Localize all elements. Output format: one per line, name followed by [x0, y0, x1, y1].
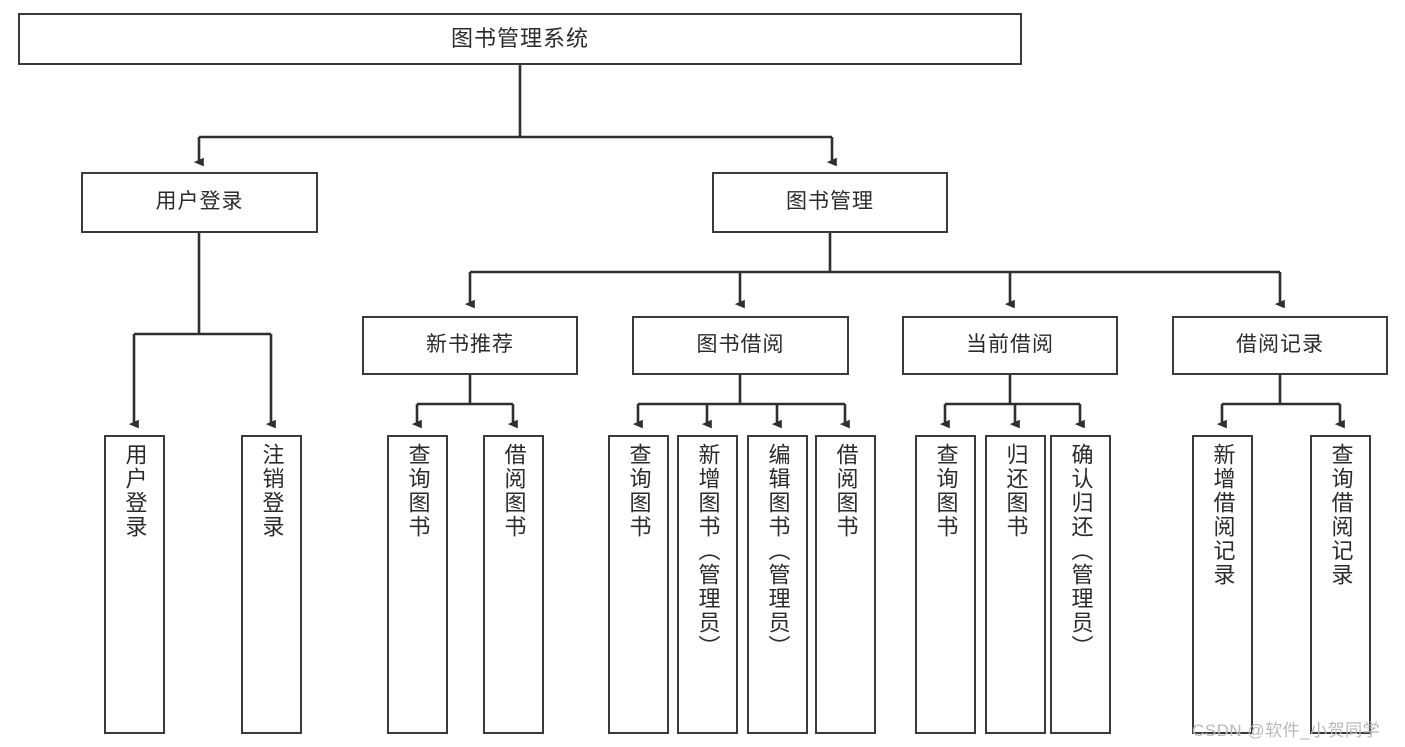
- node-label: 注销登录: [259, 443, 285, 539]
- leaf-user-login[interactable]: 用户登录: [104, 435, 165, 734]
- node-book-borrow[interactable]: 图书借阅: [632, 316, 849, 375]
- node-label: 新增借阅记录: [1210, 443, 1236, 587]
- node-label: 借阅图书: [501, 443, 527, 539]
- leaf-query-book-borrow[interactable]: 查询图书: [608, 435, 669, 734]
- node-label: 图书管理: [786, 190, 874, 214]
- leaf-edit-book-admin[interactable]: 编辑图书（管理员）: [747, 435, 808, 734]
- leaf-confirm-return-admin[interactable]: 确认归还（管理员）: [1050, 435, 1111, 734]
- node-label: 查询借阅记录: [1328, 443, 1354, 587]
- leaf-logout[interactable]: 注销登录: [241, 435, 302, 734]
- node-label: 查询图书: [933, 443, 959, 539]
- node-label: 用户登录: [155, 190, 244, 214]
- leaf-return-book[interactable]: 归还图书: [985, 435, 1046, 734]
- csdn-watermark: CSDN @软件_小贺同学: [1192, 721, 1381, 740]
- leaf-query-book-current[interactable]: 查询图书: [915, 435, 976, 734]
- node-label: 新书推荐: [426, 333, 514, 357]
- node-borrow-record[interactable]: 借阅记录: [1172, 316, 1388, 375]
- node-label: 图书管理系统: [450, 26, 589, 52]
- node-label: 用户登录: [122, 443, 148, 539]
- node-label: 借阅记录: [1236, 333, 1324, 357]
- node-user-login[interactable]: 用户登录: [81, 172, 318, 233]
- node-label: 确认归还（管理员）: [1068, 443, 1094, 659]
- leaf-borrow-book-recommend[interactable]: 借阅图书: [483, 435, 544, 734]
- node-new-book-recommend[interactable]: 新书推荐: [362, 316, 578, 375]
- leaf-borrow-book[interactable]: 借阅图书: [815, 435, 876, 734]
- node-label: 图书借阅: [696, 333, 785, 357]
- node-label: 编辑图书（管理员）: [765, 443, 791, 659]
- node-label: 查询图书: [405, 443, 431, 539]
- leaf-add-book-admin[interactable]: 新增图书（管理员）: [677, 435, 738, 734]
- node-label: 当前借阅: [966, 333, 1054, 357]
- node-root-book-management-system[interactable]: 图书管理系统: [18, 13, 1022, 65]
- node-label: 借阅图书: [833, 443, 859, 539]
- node-label: 查询图书: [626, 443, 652, 539]
- node-label: 新增图书（管理员）: [695, 443, 721, 659]
- leaf-query-borrow-record[interactable]: 查询借阅记录: [1310, 435, 1371, 734]
- leaf-query-book-recommend[interactable]: 查询图书: [387, 435, 448, 734]
- node-label: 归还图书: [1003, 443, 1029, 539]
- leaf-add-borrow-record[interactable]: 新增借阅记录: [1192, 435, 1253, 734]
- node-current-borrow[interactable]: 当前借阅: [902, 316, 1118, 375]
- node-book-management[interactable]: 图书管理: [712, 172, 948, 233]
